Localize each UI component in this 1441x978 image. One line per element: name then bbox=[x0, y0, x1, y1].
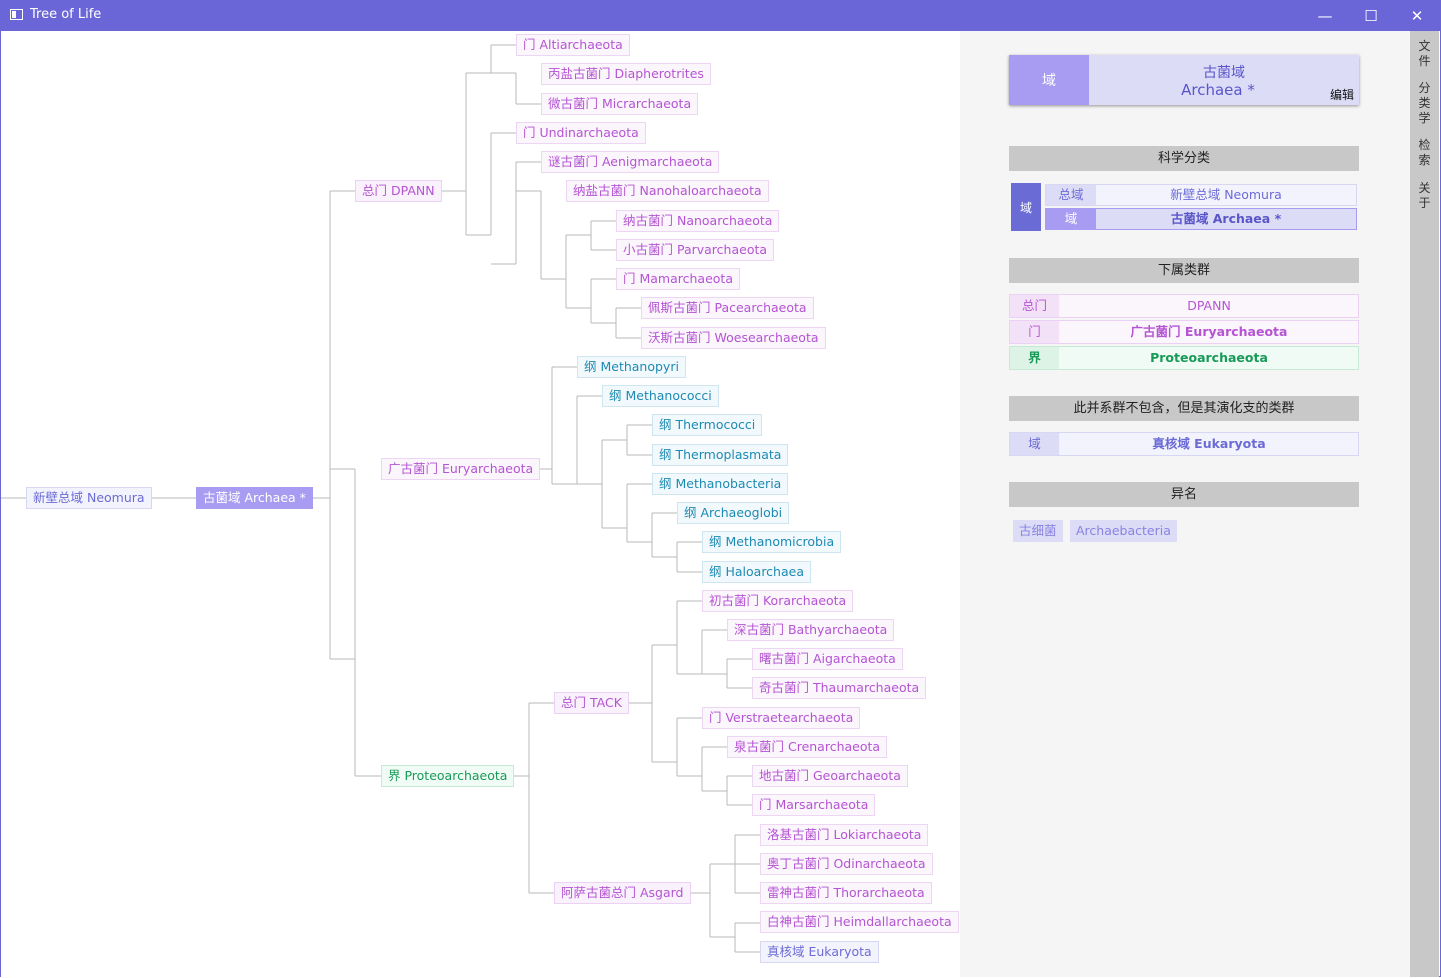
info-panel: 域 古菌域 Archaea * 编辑 科学分类 域 总域 新壁总域 Neomur… bbox=[960, 31, 1410, 977]
edit-button[interactable]: 编辑 bbox=[1329, 88, 1354, 102]
tree-node-diapherotrites[interactable]: 丙盐古菌门 Diapherotrites bbox=[541, 63, 711, 85]
classification-row-neomura[interactable]: 总域 新壁总域 Neomura bbox=[1045, 184, 1357, 206]
tree-node-neomura[interactable]: 新壁总域 Neomura bbox=[26, 487, 152, 509]
tree-node-marsarchaeota[interactable]: 门 Marsarchaeota bbox=[752, 794, 876, 816]
tree-node-odinarchaeota[interactable]: 奥丁古菌门 Odinarchaeota bbox=[760, 853, 933, 875]
nav-search[interactable]: 检索 bbox=[1418, 138, 1431, 167]
synonym-chip[interactable]: Archaebacteria bbox=[1070, 520, 1177, 542]
nav-taxonomy[interactable]: 分类学 bbox=[1418, 81, 1431, 125]
synonym-chip[interactable]: 古细菌 bbox=[1013, 520, 1063, 542]
classification-group-tag: 域 bbox=[1011, 183, 1041, 231]
excluded-name: 真核域 Eukaryota bbox=[1152, 436, 1266, 451]
vertical-nav: 文件 分类学 检索 关于 bbox=[1410, 31, 1439, 977]
tree-node-eukaryota[interactable]: 真核域 Eukaryota bbox=[760, 941, 879, 963]
child-rank: 界 bbox=[1010, 347, 1060, 369]
title-bar: Tree of Life — ☐ ✕ bbox=[0, 0, 1441, 31]
classification-header: 科学分类 bbox=[1009, 146, 1359, 171]
synonyms-header: 异名 bbox=[1009, 482, 1359, 507]
app-icon bbox=[10, 9, 23, 20]
tree-node-parvarchaeota[interactable]: 小古菌门 Parvarchaeota bbox=[616, 239, 775, 261]
child-row-dpann[interactable]: 总门 DPANN bbox=[1009, 294, 1359, 318]
tree-node-thermococci[interactable]: 纲 Thermococci bbox=[652, 414, 763, 436]
excluded-header: 此并系群不包含，但是其演化支的类群 bbox=[1009, 396, 1359, 421]
tree-node-pacearchaeota[interactable]: 佩斯古菌门 Pacearchaeota bbox=[641, 297, 814, 319]
excluded-rank: 域 bbox=[1010, 433, 1060, 455]
maximize-button[interactable]: ☐ bbox=[1364, 6, 1378, 25]
tree-node-bathyarchaeota[interactable]: 深古菌门 Bathyarchaeota bbox=[727, 619, 895, 641]
tree-node-methanococci[interactable]: 纲 Methanococci bbox=[602, 385, 719, 407]
children-header: 下属类群 bbox=[1009, 258, 1359, 283]
window-title: Tree of Life bbox=[30, 7, 102, 22]
child-name: 广古菌门 Euryarchaeota bbox=[1130, 324, 1288, 339]
child-rank: 门 bbox=[1010, 321, 1060, 343]
tree-node-methanopyri[interactable]: 纲 Methanopyri bbox=[577, 356, 686, 378]
tree-edges bbox=[1, 44, 760, 953]
tree-node-undinarchaeota[interactable]: 门 Undinarchaeota bbox=[516, 122, 646, 144]
tree-node-thorarchaeota[interactable]: 雷神古菌门 Thorarchaeota bbox=[760, 882, 932, 904]
tree-node-lokiarchaeota[interactable]: 洛基古菌门 Lokiarchaeota bbox=[760, 824, 929, 846]
tree-node-methanomicrobia[interactable]: 纲 Methanomicrobia bbox=[702, 531, 842, 553]
taxon-card-name-en: Archaea * bbox=[1181, 81, 1255, 99]
tree-node-tack[interactable]: 总门 TACK bbox=[554, 692, 629, 714]
tree-node-aenigmarchaeota[interactable]: 谜古菌门 Aenigmarchaeota bbox=[541, 151, 720, 173]
taxon-card-rank: 域 bbox=[1009, 55, 1089, 105]
tree-node-altiarchaeota[interactable]: 门 Altiarchaeota bbox=[516, 34, 630, 56]
tree-node-thaumarchaeota[interactable]: 奇古菌门 Thaumarchaeota bbox=[752, 677, 927, 699]
child-name: DPANN bbox=[1187, 298, 1231, 313]
classification-name: 古菌域 Archaea * bbox=[1096, 209, 1356, 229]
tree-node-micrarchaeota[interactable]: 微古菌门 Micrarchaeota bbox=[541, 93, 699, 115]
classification-name: 新壁总域 Neomura bbox=[1096, 185, 1356, 205]
tree-node-dpann[interactable]: 总门 DPANN bbox=[355, 180, 442, 202]
nav-file[interactable]: 文件 bbox=[1418, 39, 1431, 68]
tree-node-haloarchaea[interactable]: 纲 Haloarchaea bbox=[702, 561, 811, 583]
tree-node-euryarchaeota[interactable]: 广古菌门 Euryarchaeota bbox=[381, 458, 541, 480]
taxon-card-name-cn: 古菌域 bbox=[1203, 65, 1245, 81]
minimize-button[interactable]: — bbox=[1317, 6, 1333, 25]
tree-node-crenarchaeota[interactable]: 泉古菌门 Crenarchaeota bbox=[727, 736, 888, 758]
tree-node-verstraetearchaeota[interactable]: 门 Verstraetearchaeota bbox=[702, 707, 861, 729]
tree-node-mamarchaeota[interactable]: 门 Mamarchaeota bbox=[616, 268, 740, 290]
classification-rank: 总域 bbox=[1046, 185, 1096, 205]
excluded-row-eukaryota[interactable]: 域 真核域 Eukaryota bbox=[1009, 432, 1359, 456]
close-button[interactable]: ✕ bbox=[1410, 6, 1424, 25]
child-rank: 总门 bbox=[1010, 295, 1060, 317]
tree-node-archaeoglobi[interactable]: 纲 Archaeoglobi bbox=[677, 502, 790, 524]
tree-node-methanobacteria[interactable]: 纲 Methanobacteria bbox=[652, 473, 789, 495]
tree-node-aigarchaeota[interactable]: 曙古菌门 Aigarchaeota bbox=[752, 648, 903, 670]
tree-node-asgard[interactable]: 阿萨古菌总门 Asgard bbox=[554, 882, 691, 904]
tree-node-nanohaloarchaeota[interactable]: 纳盐古菌门 Nanohaloarchaeota bbox=[566, 180, 769, 202]
taxon-card: 域 古菌域 Archaea * 编辑 bbox=[1009, 55, 1359, 105]
tree-node-heimdallarchaeota[interactable]: 白神古菌门 Heimdallarchaeota bbox=[760, 911, 959, 933]
nav-about[interactable]: 关于 bbox=[1418, 181, 1431, 210]
tree-view[interactable]: 新壁总域 Neomura 古菌域 Archaea * 总门 DPANN 门 Al… bbox=[1, 31, 960, 977]
tree-node-korarchaeota[interactable]: 初古菌门 Korarchaeota bbox=[702, 590, 854, 612]
tree-node-geoarchaeota[interactable]: 地古菌门 Geoarchaeota bbox=[752, 765, 908, 787]
classification-row-archaea[interactable]: 域 古菌域 Archaea * bbox=[1045, 208, 1357, 230]
classification-rank: 域 bbox=[1046, 209, 1096, 229]
tree-node-proteoarchaeota[interactable]: 界 Proteoarchaeota bbox=[381, 765, 515, 787]
child-name: Proteoarchaeota bbox=[1150, 350, 1268, 365]
tree-node-nanoarchaeota[interactable]: 纳古菌门 Nanoarchaeota bbox=[616, 210, 780, 232]
tree-node-thermoplasmata[interactable]: 纲 Thermoplasmata bbox=[652, 444, 789, 466]
tree-node-archaea-selected[interactable]: 古菌域 Archaea * bbox=[196, 487, 313, 509]
child-row-euryarchaeota[interactable]: 门 广古菌门 Euryarchaeota bbox=[1009, 320, 1359, 344]
child-row-proteoarchaeota[interactable]: 界 Proteoarchaeota bbox=[1009, 346, 1359, 370]
tree-node-woesearchaeota[interactable]: 沃斯古菌门 Woesearchaeota bbox=[641, 327, 826, 349]
